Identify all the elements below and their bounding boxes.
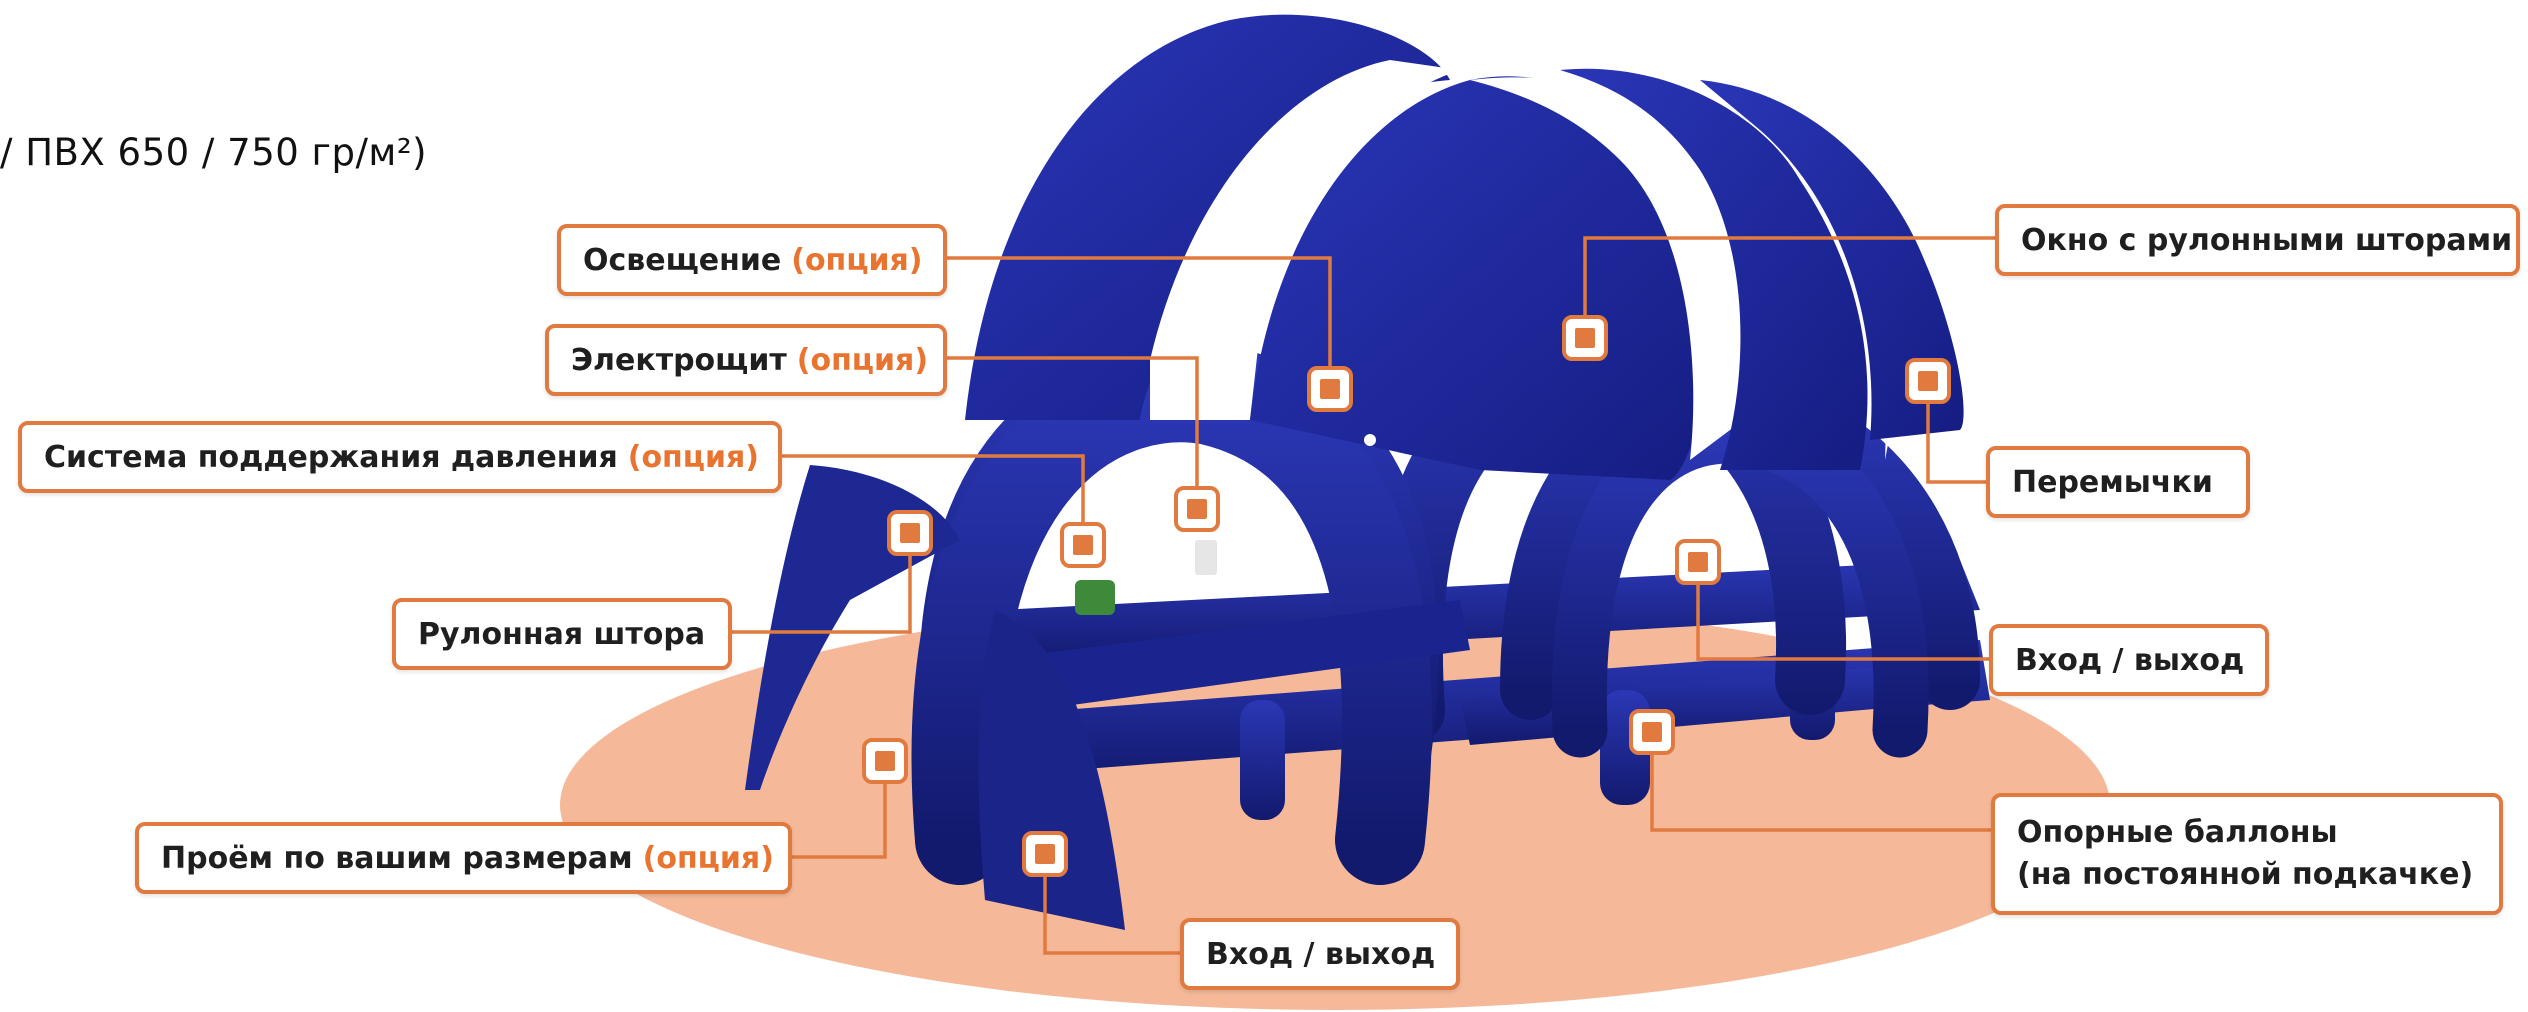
callout-opening-label: Проём по вашим размерам [161,840,633,876]
marker-lighting [1307,366,1353,412]
callout-entrance-side-label: Вход / выход [2015,642,2245,678]
marker-switchboard [1174,486,1220,532]
marker-window [1562,315,1608,361]
marker-entrance-front [1022,831,1068,877]
leader-lines [730,236,1997,955]
callout-support-cylinders-line1: Опорные баллоны [2017,815,2338,850]
marker-roll-curtain [887,510,933,556]
callout-roll-curtain: Рулонная штора [392,598,732,670]
marker-jumpers [1905,358,1951,404]
callout-window: Окно с рулонными шторами [1995,204,2520,276]
callout-entrance-side: Вход / выход [1989,624,2269,696]
callout-pressure-system-option: (опция) [627,439,760,475]
markers [862,315,1951,877]
canopy [965,14,1964,480]
switchboard-unit [1195,540,1217,575]
callout-lighting-option: (опция) [791,242,923,278]
callout-window-label: Окно с рулонными шторами [2021,222,2513,258]
callout-pressure-system-label: Система поддержания давления [44,439,618,475]
entrance-flap [978,610,1125,930]
callout-jumpers: Перемычки [1986,446,2250,518]
callout-entrance-front: Вход / выход [1180,918,1460,990]
callout-roll-curtain-label: Рулонная штора [418,616,706,652]
callout-support-cylinders: Опорные баллоны (на постоянной подкачке) [1991,793,2503,915]
marker-support-cylinders [1629,709,1675,755]
callout-entrance-front-label: Вход / выход [1206,936,1436,972]
callout-switchboard-label: Электрощит [571,342,787,378]
callout-opening: Проём по вашим размерам (опция) [135,822,792,894]
pressure-system-unit [1075,580,1115,615]
marker-entrance-side [1675,539,1721,585]
callout-jumpers-label: Перемычки [2012,464,2213,500]
marker-opening [862,738,908,784]
callout-switchboard: Электрощит (опция) [545,324,947,396]
callout-pressure-system: Система поддержания давления (опция) [18,421,782,493]
callout-switchboard-option: (опция) [796,342,929,378]
callout-opening-option: (опция) [642,840,774,876]
material-spec-text: / ПВХ 650 / 750 гр/м²) [0,131,428,174]
callout-lighting: Освещение (опция) [557,224,947,296]
callout-lighting-label: Освещение [583,242,782,278]
marker-pressure-system [1060,522,1106,568]
callout-support-cylinders-line2: (на постоянной подкачке) [2017,857,2474,892]
